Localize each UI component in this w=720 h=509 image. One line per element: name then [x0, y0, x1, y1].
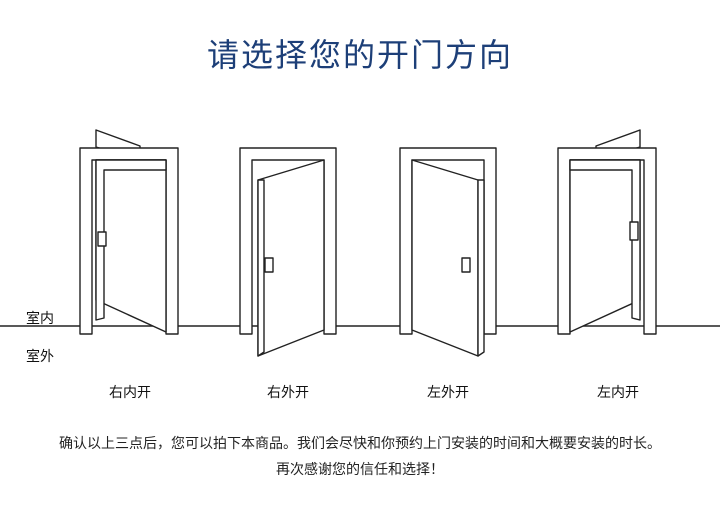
door-label-left-inward: 左内开: [597, 385, 639, 401]
inside-label: 室内: [26, 311, 54, 327]
confirmation-note: 确认以上三点后，您可以拍下本商品。我们会尽快和你预约上门安装的时间和大概要安装的…: [59, 436, 661, 452]
outside-label: 室外: [26, 349, 54, 365]
door-left-inward: [557, 129, 657, 335]
door-label-left-outward: 左外开: [427, 385, 469, 401]
page-title: 请选择您的开门方向: [206, 36, 513, 74]
door-right-inward: [79, 129, 179, 335]
door-label-right-inward: 右内开: [109, 385, 151, 401]
door-label-right-outward: 右外开: [267, 385, 309, 401]
door-right-outward: [239, 147, 337, 357]
thanks-note: 再次感谢您的信任和选择！: [276, 462, 444, 478]
door-left-outward: [399, 147, 497, 357]
